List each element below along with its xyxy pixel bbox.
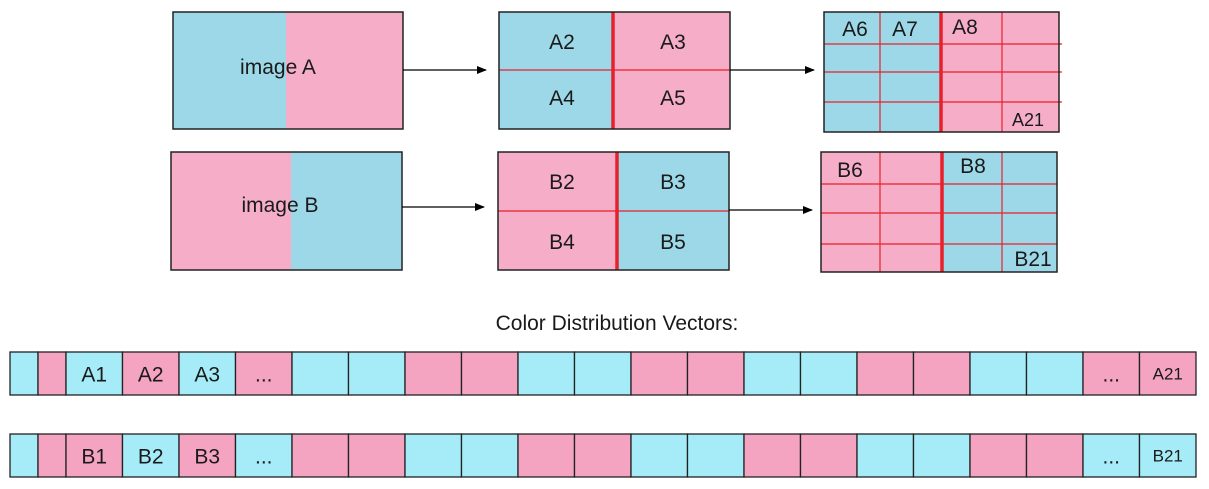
vector-cell (1025, 433, 1084, 478)
vector-cell (686, 433, 745, 478)
vector-cell-label: A2 (138, 364, 164, 387)
image-b-blue-half (291, 152, 402, 270)
label-a2: A2 (549, 31, 575, 54)
vector-cell (121, 351, 180, 396)
vector-cell (630, 351, 689, 396)
vector-cell (404, 351, 463, 396)
label-b4: B4 (549, 231, 575, 254)
image-b-label: image B (241, 194, 318, 217)
vector-cell (9, 351, 39, 396)
grid-a-2x2: A2 A3 A4 A5 (498, 11, 731, 130)
vector-cell (1138, 433, 1197, 478)
label-b3: B3 (660, 171, 686, 194)
label-b2: B2 (549, 171, 575, 194)
vector-cell (912, 351, 971, 396)
vector-cell-label: A1 (81, 364, 107, 387)
vector-cell (234, 433, 293, 478)
vector-cell-label: B2 (138, 446, 164, 469)
vector-cell (517, 351, 576, 396)
grid-b-4x4-pink (821, 152, 942, 272)
image-b-border (170, 151, 403, 271)
vector-cell (1082, 351, 1141, 396)
image-a-blue-half (173, 12, 286, 129)
vector-cell-label: ... (1102, 446, 1120, 469)
label-a21: A21 (1012, 110, 1044, 130)
vector-cell (799, 351, 858, 396)
label-a6: A6 (842, 18, 868, 41)
vector-cell (686, 351, 745, 396)
vector-cell (347, 433, 406, 478)
vector-cell-label: B21 (1153, 447, 1183, 466)
vector-cell (178, 351, 237, 396)
image-b-pink-half (171, 152, 291, 270)
vector-cell (969, 433, 1028, 478)
vector-cell (460, 433, 519, 478)
label-a4: A4 (549, 87, 575, 110)
vector-cell (460, 351, 519, 396)
grid-a-4x4-border (823, 11, 1060, 133)
label-a7: A7 (892, 18, 918, 41)
row-a: image A A2 A3 A4 A5 A6 A (172, 11, 1062, 133)
label-b6: B6 (837, 159, 863, 182)
vector-cell (178, 433, 237, 478)
color-vector-b: B1 B2 B3...... B21 (9, 433, 1197, 478)
vector-cell-label: ... (255, 364, 273, 387)
vector-cell (743, 433, 802, 478)
vector-cell (573, 351, 632, 396)
image-b-box: image B (170, 151, 403, 271)
row-b: image B B2 B3 B4 B5 B6 B (170, 151, 1058, 273)
vector-cell (291, 433, 350, 478)
label-a5: A5 (660, 87, 686, 110)
vector-cell (291, 351, 350, 396)
vector-cell (630, 433, 689, 478)
image-a-pink-half (286, 12, 403, 129)
grid-b-4x4: B6 B8 B21 (820, 151, 1058, 273)
vector-cell (799, 433, 858, 478)
vector-cell (856, 351, 915, 396)
vector-cell (65, 351, 124, 396)
label-b8: B8 (960, 155, 986, 178)
vector-cell-label: A21 (1153, 365, 1183, 384)
vector-cell (856, 433, 915, 478)
vector-cell (9, 433, 39, 478)
grid-b-4x4-border (820, 151, 1058, 273)
vectors-title: Color Distribution Vectors: (496, 312, 739, 335)
label-a8: A8 (952, 16, 978, 39)
vector-cell (404, 433, 463, 478)
grid-b-2x2-border (497, 151, 730, 271)
vector-cell-label: ... (1102, 364, 1120, 387)
color-vector-a: A1 A2 A3...... A21 (9, 351, 1197, 396)
vector-cell (37, 433, 67, 478)
label-b21: B21 (1014, 248, 1051, 271)
vector-cell (1025, 351, 1084, 396)
vector-cell-label: A3 (194, 364, 220, 387)
vector-cell (37, 351, 67, 396)
vector-cell (517, 433, 576, 478)
vector-cell (1138, 351, 1197, 396)
vector-cell-label: ... (255, 446, 273, 469)
image-a-label: image A (240, 56, 316, 79)
vector-cell (912, 433, 971, 478)
vector-cell (347, 351, 406, 396)
vector-cell (969, 351, 1028, 396)
label-b5: B5 (660, 231, 686, 254)
vector-cell (121, 433, 180, 478)
label-a3: A3 (660, 31, 686, 54)
grid-b-2x2: B2 B3 B4 B5 (497, 151, 730, 271)
vector-cell (743, 351, 802, 396)
vector-cell-label: B3 (194, 446, 220, 469)
vector-cell (234, 351, 293, 396)
vector-cell (573, 433, 632, 478)
grid-a-4x4: A6 A7 A8 A21 (823, 11, 1062, 133)
grid-b-4x4-blue (942, 152, 1057, 272)
image-a-box: image A (172, 11, 404, 130)
vector-cell-label: B1 (81, 446, 107, 469)
